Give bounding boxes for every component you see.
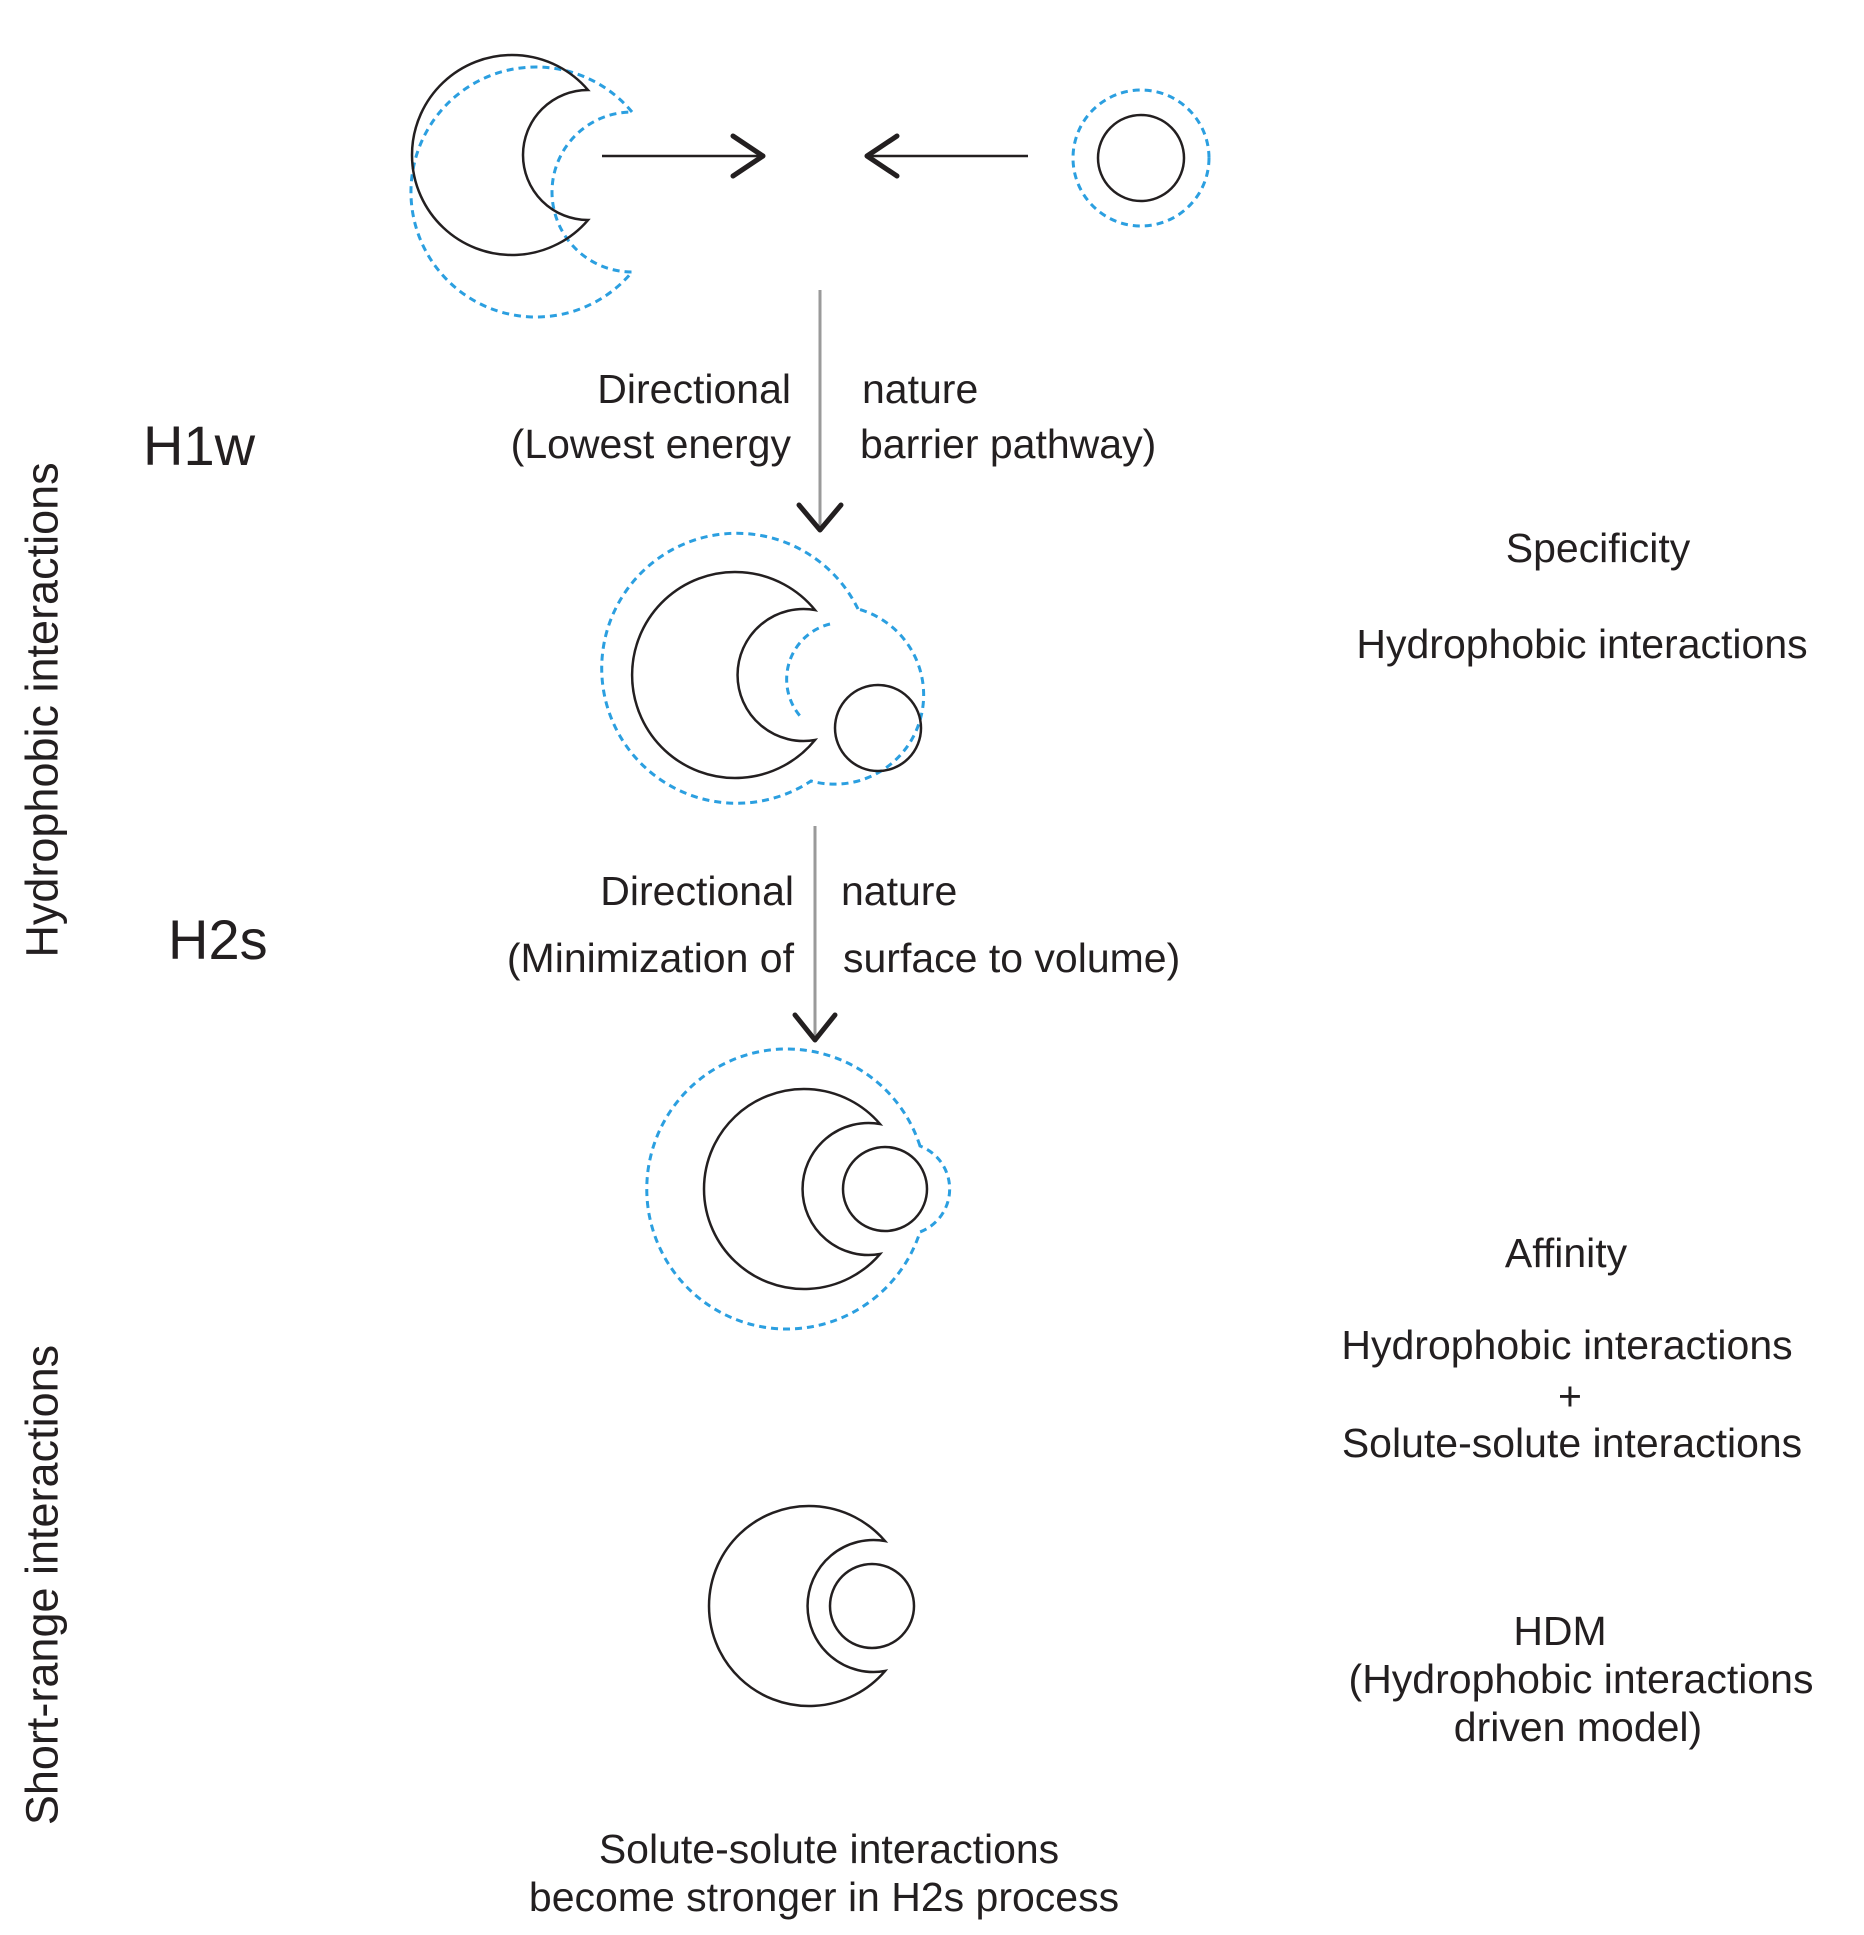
- step1-right-line1: nature: [862, 366, 979, 412]
- hdm-title: HDM: [1513, 1608, 1607, 1654]
- affinity-title: Affinity: [1504, 1230, 1628, 1276]
- step1-left-line1: Directional: [597, 366, 791, 412]
- specificity-title: Specificity: [1505, 525, 1691, 571]
- stage1-host-body: [410, 53, 591, 257]
- stage1-host-shell: [409, 65, 636, 319]
- step2-right-line1: nature: [841, 868, 958, 914]
- stage4-complex: [707, 1504, 916, 1708]
- short-range-interactions-side-label: Short-range interactions: [16, 1344, 68, 1826]
- stage1-host: [409, 53, 636, 319]
- approach-arrow-left: [864, 133, 1028, 179]
- stage3-shell: [645, 1047, 952, 1331]
- flow-arrow-2: [792, 826, 838, 1043]
- stage3-host-body: [702, 1087, 884, 1291]
- stage1-guest-body: [1096, 113, 1186, 203]
- stage1-guest-shell: [1071, 88, 1211, 228]
- affinity-plus: +: [1558, 1373, 1582, 1419]
- stage2-outer-shell: [600, 531, 926, 805]
- specificity-subtitle: Hydrophobic interactions: [1356, 621, 1808, 667]
- stage2-host-body: [630, 570, 819, 780]
- stage4-guest-body: [828, 1562, 916, 1650]
- step1-right-line2: barrier pathway): [860, 421, 1157, 467]
- bottom-note-line1: Solute-solute interactions: [598, 1826, 1060, 1872]
- affinity-line1: Hydrophobic interactions: [1341, 1322, 1793, 1368]
- stage4-host-body: [707, 1504, 889, 1708]
- affinity-line2: Solute-solute interactions: [1341, 1420, 1803, 1466]
- step1-left-line2: (Lowest energy: [510, 421, 791, 467]
- hdm-line1: (Hydrophobic interactions: [1348, 1656, 1814, 1702]
- stage3-complex: [645, 1047, 952, 1331]
- stage3-guest-body: [841, 1145, 929, 1233]
- hydrophobic-interactions-side-label: Hydrophobic interactions: [16, 462, 68, 958]
- hdm-line2: driven model): [1453, 1704, 1703, 1750]
- approach-arrow-right: [602, 133, 766, 179]
- bottom-note-line2: become stronger in H2s process: [528, 1874, 1120, 1920]
- step2-right-line2: surface to volume): [843, 935, 1181, 981]
- flow-arrow-1: [796, 290, 844, 533]
- stage2-inner-shell: [785, 622, 831, 717]
- step2-left-line1: Directional: [600, 868, 794, 914]
- step2-left-line2: (Minimization of: [506, 935, 794, 981]
- stage-label-h2s: H2s: [168, 908, 268, 971]
- stage-label-h1w: H1w: [143, 414, 256, 477]
- stage2-guest-body: [833, 683, 923, 773]
- stage2-complex: [600, 531, 926, 805]
